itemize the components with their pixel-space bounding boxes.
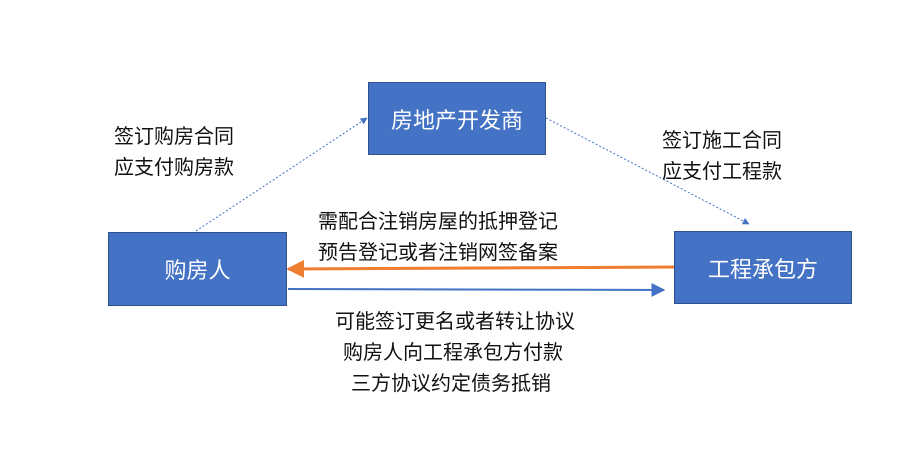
label-line: 需配合注销房屋的抵押登记 bbox=[318, 209, 558, 233]
label-line: 应支付购房款 bbox=[114, 155, 234, 179]
label-line: 三方协议约定债务抵销 bbox=[351, 371, 551, 395]
label-contractor-buyer: 需配合注销房屋的抵押登记 预告登记或者注销网签备案 bbox=[318, 206, 558, 268]
arrow-buyer-to-contractor bbox=[287, 282, 666, 297]
node-developer-label: 房地产开发商 bbox=[390, 108, 523, 134]
node-contractor-label: 工程承包方 bbox=[707, 257, 818, 283]
label-buyer-contractor: 可能签订更名或者转让协议 购房人向工程承包方付款 三方协议约定债务抵销 bbox=[335, 306, 575, 399]
node-buyer-label: 购房人 bbox=[164, 259, 231, 284]
label-line: 应支付工程款 bbox=[662, 159, 782, 183]
label-buyer-developer: 签订购房合同 应支付购房款 bbox=[114, 121, 234, 183]
node-developer: 房地产开发商 bbox=[368, 82, 546, 155]
label-developer-contractor: 签订施工合同 应支付工程款 bbox=[662, 125, 782, 187]
label-line: 可能签订更名或者转让协议 bbox=[335, 309, 575, 333]
node-buyer: 购房人 bbox=[108, 232, 287, 306]
label-line: 购房人向工程承包方付款 bbox=[343, 340, 563, 364]
label-line: 预告登记或者注销网签备案 bbox=[318, 240, 558, 264]
arrow-contractor-to-buyer bbox=[286, 259, 677, 278]
label-line: 签订施工合同 bbox=[662, 128, 782, 152]
node-contractor: 工程承包方 bbox=[674, 231, 852, 304]
label-line: 签订购房合同 bbox=[114, 124, 234, 148]
